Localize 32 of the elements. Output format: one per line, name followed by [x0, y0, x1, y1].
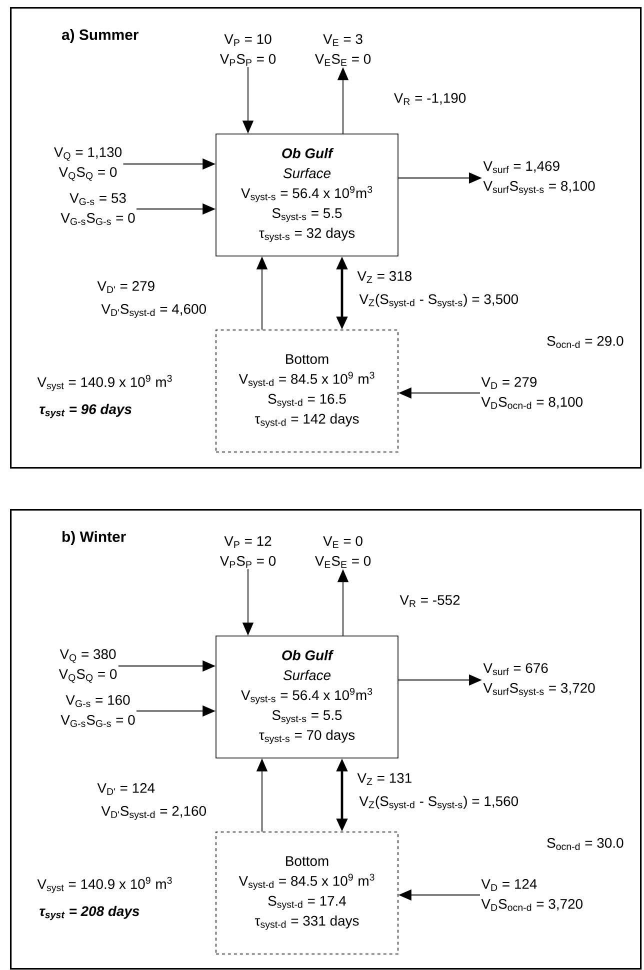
- flux-label: V$_{P}$ = 10 V$_{P}$S$_{P}$ = 0: [220, 34, 276, 66]
- surface-layer-box: Ob Gulf Surface V$_{syst-s}$ = 56.4 x 10$^{9}$m$^{3}$ S$_{syst-s}$ = 5.5 τ$_{syst-s}$ = 70 days: [216, 636, 398, 758]
- flux-label: V$_{E}$ = 0 V$_{E}$S$_{E}$ = 0: [314, 536, 371, 568]
- bottom-layer-box: Bottom V$_{syst-d}$ = 84.5 x 10$^{9}$ m$^{3}$ S$_{syst-d}$ = 17.4 τ$_{syst-d}$ = 331 days: [216, 832, 398, 954]
- flux-label: V$_{E}$ = 3 V$_{E}$S$_{E}$ = 0: [314, 34, 371, 66]
- value-label: τ$_{syst}$ = 96 days: [40, 404, 132, 418]
- value-label: S$_{ocn-d}$ = 30.0: [547, 838, 624, 850]
- flux-label: V$_{Q}$ = 380 V$_{Q}$S$_{Q}$ = 0: [58, 649, 117, 683]
- flux-label: V$_{D}$ = 279 V$_{D}$S$_{ocn-d}$ = 8,100: [481, 377, 582, 409]
- value-label: V$_{Z}$ = 318: [357, 271, 412, 283]
- value-label: V$_{syst}$ = 140.9 x 10$^{9}$ m$^{3}$: [37, 374, 172, 392]
- flux-label: V$_{G-s}$ = 160 V$_{G-s}$S$_{G-s}$ = 0: [60, 695, 135, 727]
- value-label: V$_{D'}$ = 124: [97, 783, 155, 795]
- value-label: V$_{D'}$S$_{syst-d}$ = 4,600: [101, 304, 206, 318]
- value-label: τ$_{syst}$ = 208 days: [40, 906, 140, 920]
- value-label: V$_{D'}$ = 279: [97, 281, 154, 293]
- bottom-layer-box: Bottom V$_{syst-d}$ = 84.5 x 10$^{9}$ m$^{3}$ S$_{syst-d}$ = 16.5 τ$_{syst-d}$ = 142 days: [216, 330, 398, 452]
- flux-label: V$_{P}$ = 12 V$_{P}$S$_{P}$ = 0: [220, 536, 276, 568]
- flux-label: V$_{Q}$ = 1,130 V$_{Q}$S$_{Q}$ = 0: [54, 147, 122, 181]
- flux-label: V$_{surf}$ = 1,469 V$_{surf}$S$_{syst-s}$ = 8,100: [483, 161, 595, 195]
- value-label: V$_{R}$ = -552: [400, 595, 460, 607]
- value-label: V$_{R}$ = -1,190: [394, 93, 466, 105]
- value-label: V$_{D'}$S$_{syst-d}$ = 2,160: [101, 806, 206, 820]
- value-label: V$_{Z}$(S$_{syst-d}$ - S$_{syst-s}$) = 3,500: [359, 294, 518, 308]
- value-label: V$_{syst}$ = 140.9 x 10$^{9}$ m$^{3}$: [37, 876, 172, 894]
- flux-label: V$_{G-s}$ = 53 V$_{G-s}$S$_{G-s}$ = 0: [60, 193, 135, 225]
- flux-label: V$_{surf}$ = 676 V$_{surf}$S$_{syst-s}$ = 3,720: [483, 663, 595, 697]
- value-label: V$_{Z}$(S$_{syst-d}$ - S$_{syst-s}$) = 1,560: [359, 796, 518, 810]
- value-label: S$_{ocn-d}$ = 29.0: [547, 336, 624, 348]
- surface-layer-box: Ob Gulf Surface V$_{syst-s}$ = 56.4 x 10$^{9}$m$^{3}$ S$_{syst-s}$ = 5.5 τ$_{syst-s}$ = 32 days: [216, 134, 398, 256]
- flux-label: V$_{D}$ = 124 V$_{D}$S$_{ocn-d}$ = 3,720: [481, 879, 582, 911]
- value-label: V$_{Z}$ = 131: [357, 773, 412, 785]
